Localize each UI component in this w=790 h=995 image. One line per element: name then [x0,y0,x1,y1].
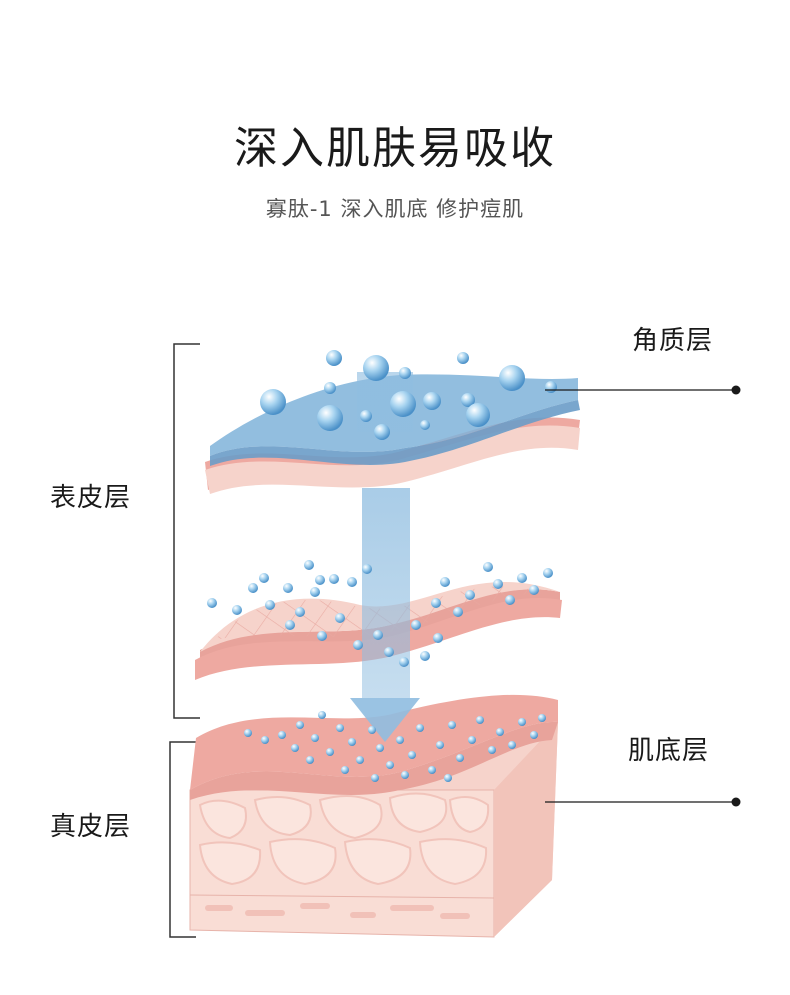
leader-line-basal-layer [545,797,741,807]
droplet [530,731,538,739]
label-epidermis: 表皮层 [50,483,132,513]
droplet [529,585,539,595]
droplet [283,583,293,593]
droplet [291,744,299,752]
droplet [207,598,217,608]
droplet [324,382,336,394]
droplet [285,620,295,630]
droplet [244,729,252,737]
droplet [496,728,504,736]
droplet [433,633,443,643]
leader-line-stratum-corneum [545,385,741,395]
droplet [396,736,404,744]
droplet [373,630,383,640]
droplet [310,587,320,597]
label-basal-layer: 肌底层 [628,736,710,766]
droplet [505,595,515,605]
droplets-dermis [244,711,546,782]
droplet [468,736,476,744]
droplet [374,424,390,440]
droplet [318,711,326,719]
droplet [296,721,304,729]
droplet [362,564,372,574]
droplet [508,741,516,749]
droplet [353,640,363,650]
droplet [248,583,258,593]
page-title: 深入肌肤易吸收 [234,123,556,174]
droplet [329,574,339,584]
droplet [371,774,379,782]
droplet [384,647,394,657]
droplet [431,598,441,608]
droplet [278,731,286,739]
droplet [348,738,356,746]
label-stratum-corneum: 角质层 [632,326,714,356]
droplet [423,392,441,410]
droplets-middle [207,560,553,667]
droplet [466,403,490,427]
droplet [461,393,475,407]
droplet [483,562,493,572]
droplet [465,590,475,600]
droplet [448,721,456,729]
droplet [341,766,349,774]
droplet [363,355,389,381]
droplet [476,716,484,724]
droplet [436,741,444,749]
droplet [326,350,342,366]
droplet [232,605,242,615]
droplet [440,577,450,587]
droplet [265,600,275,610]
droplet [260,389,286,415]
dermis-block [189,694,558,938]
droplet [456,754,464,762]
label-dermis: 真皮层 [50,812,132,842]
droplets-top [260,350,557,440]
page-subtitle: 寡肽-1 深入肌底 修护痘肌 [265,197,525,221]
droplet [453,607,463,617]
droplet [416,724,424,732]
droplet [360,410,372,422]
droplet [311,734,319,742]
droplet [304,560,314,570]
droplet [336,724,344,732]
droplet [261,736,269,744]
droplet [386,761,394,769]
droplet [411,620,421,630]
droplet [401,771,409,779]
absorption-arrow [350,372,420,742]
droplet [390,391,416,417]
droplet [499,365,525,391]
droplet [493,579,503,589]
droplet [399,367,411,379]
dermis-bracket [169,741,196,938]
droplet [444,774,452,782]
droplet [356,756,364,764]
droplet [335,613,345,623]
droplet [457,352,469,364]
droplet [347,577,357,587]
droplet [420,651,430,661]
droplet [408,751,416,759]
droplet [428,766,436,774]
droplet [399,657,409,667]
epidermis-bracket [173,343,200,719]
droplet [315,575,325,585]
droplet [518,718,526,726]
droplet [317,405,343,431]
droplet [326,748,334,756]
droplet [317,631,327,641]
droplet [488,746,496,754]
droplet [259,573,269,583]
droplet [517,573,527,583]
droplet [538,714,546,722]
droplet [420,420,430,430]
droplet [368,726,376,734]
droplet [543,568,553,578]
droplet [376,744,384,752]
droplet [306,756,314,764]
droplet [295,607,305,617]
droplet [545,381,557,393]
